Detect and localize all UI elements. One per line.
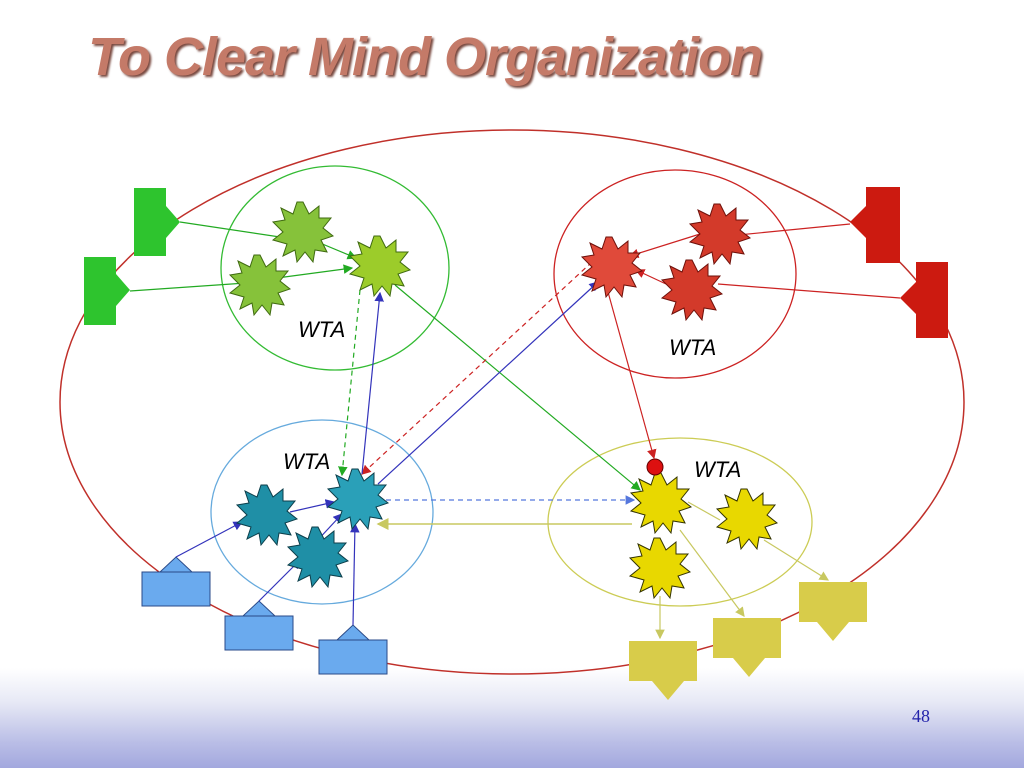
wta-label-yellow: WTA [694, 457, 741, 482]
blue-input-block-3 [318, 624, 388, 675]
link-red-to-yellow [607, 291, 657, 460]
link-cyan-inner-1 [289, 499, 336, 513]
yellow-output-block-1 [629, 641, 697, 700]
blue-input-block-1 [141, 556, 211, 607]
link-red-dashed-to-cyan [361, 261, 593, 475]
outer-ellipse [59, 129, 965, 675]
green-neuron-winner [349, 235, 411, 297]
blue-input-block-2 [224, 600, 294, 651]
link-red-inner-1 [628, 233, 701, 259]
green-neuron-1 [272, 201, 334, 263]
bottom-gradient-band [0, 668, 1024, 768]
green-neuron-2 [229, 254, 291, 316]
red-input-block-2 [900, 262, 948, 338]
yellow-output-block-3 [799, 582, 867, 641]
link-yellow-inner [687, 501, 721, 521]
cyan-neuron-2 [287, 526, 349, 588]
inhibition-dot [646, 458, 664, 476]
green-input-block-1 [134, 188, 180, 256]
link-blue-in-1 [175, 521, 244, 558]
yellow-neuron-1 [716, 488, 778, 550]
cyan-group-ellipse [210, 419, 434, 605]
red-neuron-2 [661, 259, 723, 321]
link-cyan-to-green [361, 291, 384, 475]
link-red-inner-2 [634, 269, 667, 285]
wta-label-green: WTA [298, 317, 345, 342]
red-input-block-1 [850, 187, 900, 263]
link-red-in-1 [727, 223, 851, 237]
slide-title: To Clear Mind Organization [88, 27, 763, 87]
yellow-neuron-winner [630, 472, 692, 534]
link-yellow-out-2 [679, 529, 745, 617]
link-green-dashed-to-cyan [338, 289, 361, 477]
green-input-block-2 [84, 257, 130, 325]
link-yellow-out-3 [763, 539, 830, 581]
link-blue-in-3 [350, 522, 360, 626]
yellow-neuron-2 [629, 537, 691, 599]
green-group-ellipse [220, 165, 450, 371]
red-group-ellipse [553, 169, 797, 379]
cyan-neuron-1 [236, 484, 298, 546]
yellow-output-block-2 [713, 618, 781, 677]
wta-label-cyan: WTA [283, 449, 330, 474]
link-red-in-2 [717, 283, 901, 299]
page-number: 48 [912, 706, 930, 726]
link-green-to-yellow [394, 284, 641, 491]
link-cyan-to-red [377, 281, 599, 485]
yellow-group-ellipse [547, 437, 813, 607]
wta-label-red: WTA [669, 335, 716, 360]
